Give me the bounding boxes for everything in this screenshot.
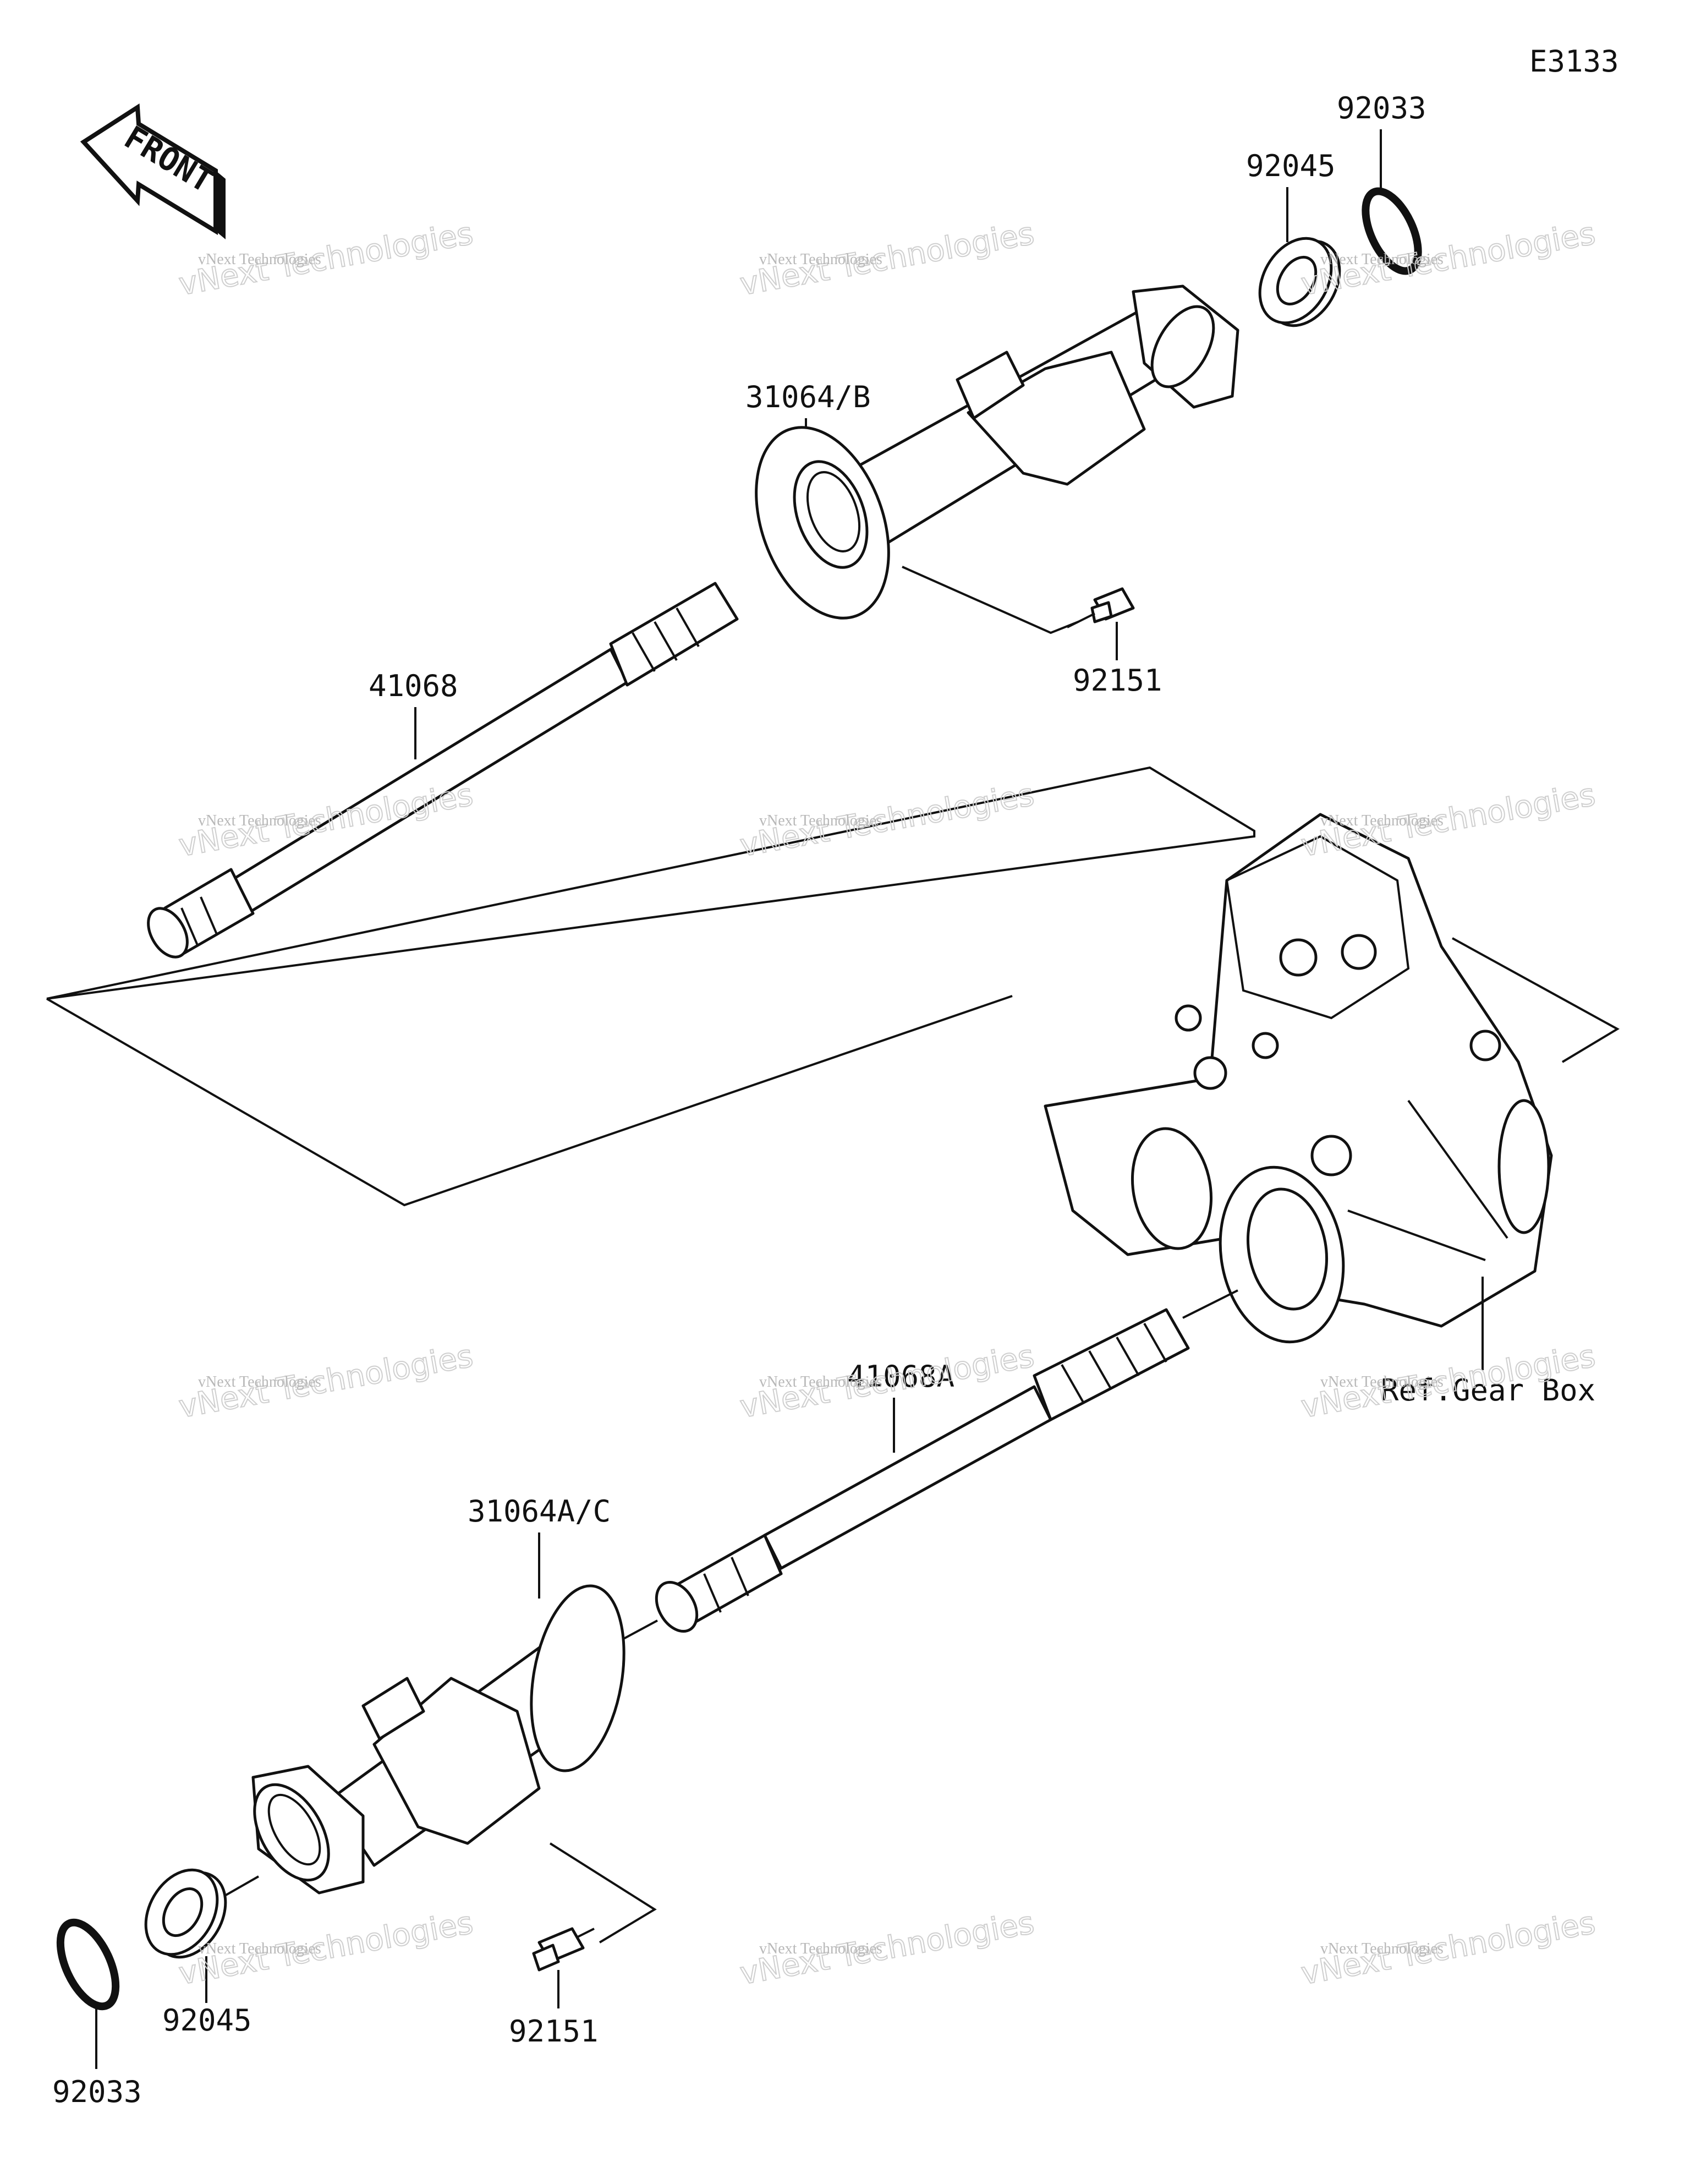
outline-lower	[46, 995, 1013, 1207]
watermark-small-text: vNext Technologies	[1320, 1940, 1444, 1957]
lower-circlip	[56, 1918, 120, 2011]
label-upper-bolt: 92151	[1073, 663, 1162, 698]
outline-gearbox-right	[1452, 937, 1620, 1063]
upper-axle-housing	[755, 284, 1239, 620]
leader-lower-bolt-a	[549, 1842, 657, 1944]
leader-shaft-to-housing	[621, 1619, 658, 1641]
label-upper-circlip: 92033	[1337, 91, 1426, 125]
upper-axle-shaft	[147, 582, 739, 959]
watermark-small-text: vNext Technologies	[1320, 251, 1444, 268]
watermark-small-text: vNext Technologies	[1320, 812, 1444, 829]
watermark-small-text: vNext Technologies	[759, 812, 882, 829]
label-gear-box: Ref.Gear Box	[1381, 1373, 1595, 1408]
outline-upper	[46, 766, 1255, 1000]
watermark-small-text: vNext Technologies	[759, 1373, 882, 1391]
lower-bolt	[532, 1927, 595, 1972]
label-lower-bearing: 92045	[162, 2003, 252, 2038]
watermark-small-text: vNext Technologies	[198, 1373, 321, 1391]
watermark-small-text: vNext Technologies	[198, 1940, 321, 1957]
lower-axle-housing	[251, 1584, 625, 1895]
leader-shaft-to-gearbox	[1182, 1289, 1238, 1319]
diagram-code: E3133	[1529, 44, 1619, 79]
watermark-small-text: vNext Technologies	[759, 1940, 882, 1957]
upper-bolt	[1067, 587, 1135, 628]
lower-axle-shaft	[655, 1308, 1190, 1633]
watermark-small-text: vNext Technologies	[759, 251, 882, 268]
leader-bearing-to-housing	[220, 1875, 259, 1900]
upper-bearing	[1258, 237, 1341, 327]
leader-upper-bolt-a	[902, 566, 1079, 634]
label-lower-bolt: 92151	[509, 2014, 599, 2049]
watermark-small-text: vNext Technologies	[198, 251, 321, 268]
front-arrow-icon: FRONT	[80, 103, 226, 239]
label-upper-bearing: 92045	[1246, 149, 1336, 183]
label-lower-housing: 31064A/C	[468, 1494, 611, 1529]
watermark-small-text: vNext Technologies	[1320, 1373, 1444, 1391]
label-lower-circlip: 92033	[52, 2074, 142, 2109]
label-lower-shaft: 41068A	[847, 1359, 954, 1394]
gear-box	[1044, 813, 1553, 1344]
upper-circlip	[1362, 187, 1422, 275]
label-upper-shaft: 41068	[369, 669, 458, 703]
label-upper-housing: 31064/B	[745, 380, 871, 414]
lower-bearing	[144, 1868, 227, 1959]
watermark-small-text: vNext Technologies	[198, 812, 321, 829]
